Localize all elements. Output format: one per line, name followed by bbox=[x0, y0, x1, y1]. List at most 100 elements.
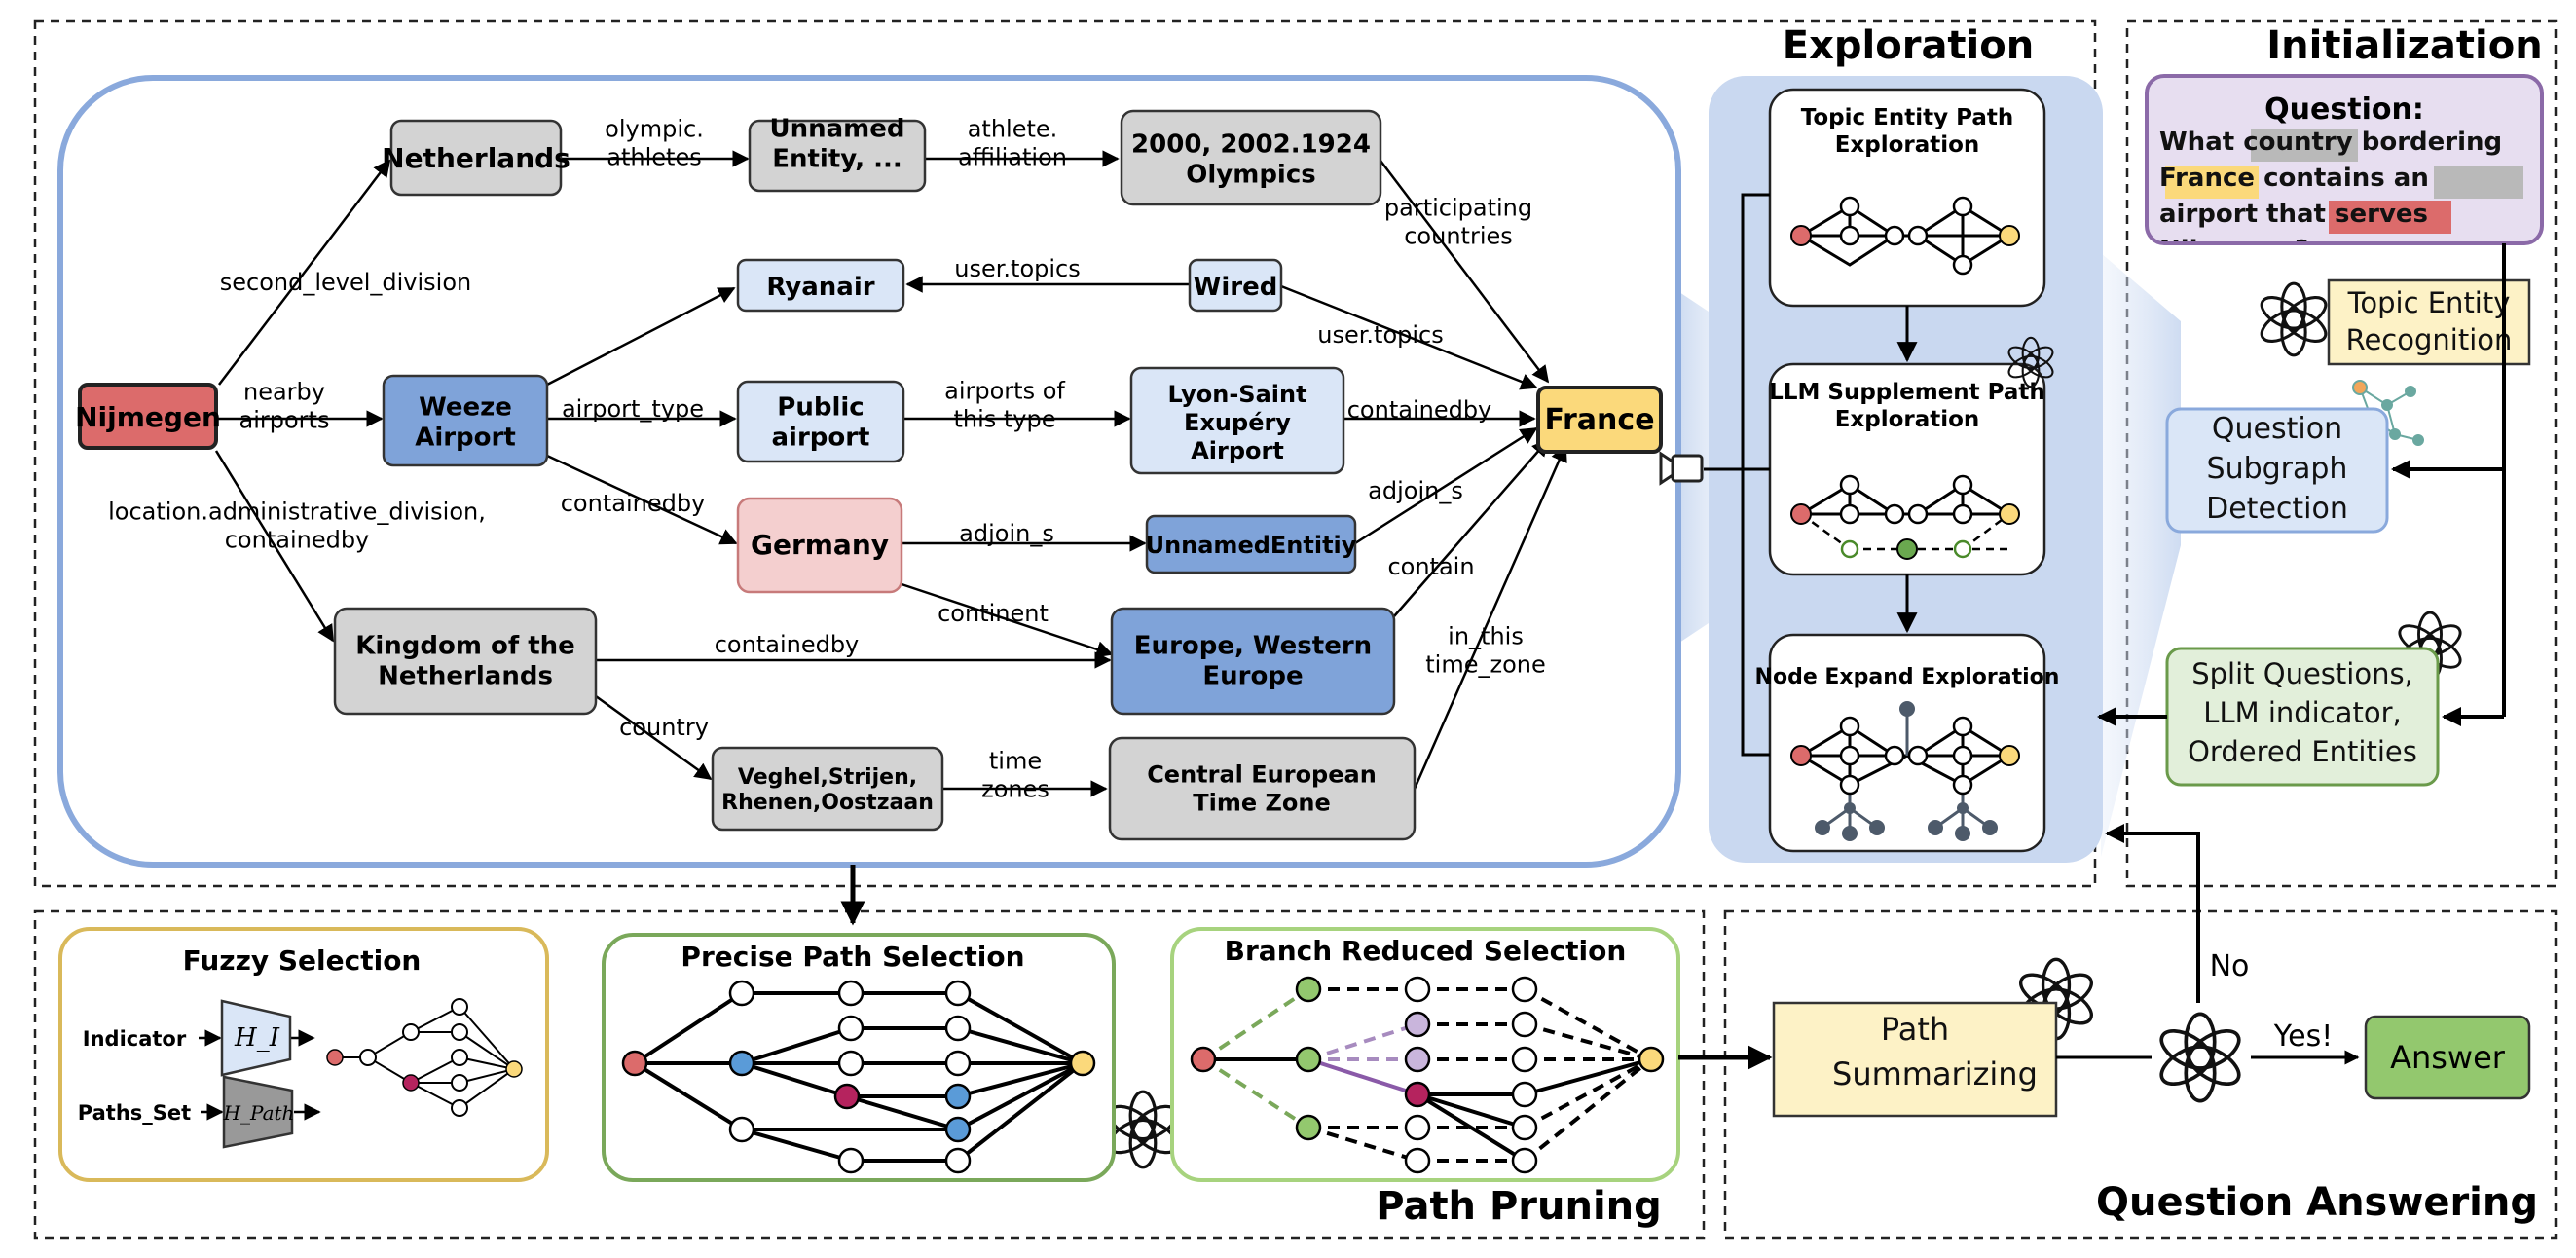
node-nijmegen bbox=[78, 383, 218, 450]
branch-node bbox=[1404, 1114, 1431, 1141]
precise-node bbox=[837, 1147, 865, 1174]
question-answering-frame bbox=[1723, 909, 2558, 1240]
node-unnamed-entity bbox=[748, 119, 927, 193]
precise-selection-title: Precise Path Selection bbox=[681, 941, 1024, 973]
branch-node bbox=[1295, 1046, 1322, 1073]
precise-edge bbox=[741, 1061, 848, 1098]
branch-edge bbox=[1417, 1092, 1526, 1129]
precise-edge bbox=[957, 991, 1084, 1065]
initialization-title: Initialization bbox=[2266, 23, 2542, 68]
branch-node bbox=[1511, 1147, 1538, 1174]
precise-node bbox=[944, 1050, 972, 1077]
branch-selection-title: Branch Reduced Selection bbox=[1225, 935, 1627, 967]
question-text-holder: What country bordering France contains a… bbox=[2159, 128, 2502, 241]
h-i-label: H_I bbox=[234, 1023, 280, 1053]
precise-edge bbox=[633, 1061, 744, 1131]
edge-label-contain: contain bbox=[1387, 553, 1474, 580]
camera-icon bbox=[1659, 451, 1704, 486]
edge-label-user-topics-1: user.topics bbox=[954, 255, 1080, 282]
branch-edge bbox=[1524, 987, 1652, 1061]
edge-label-adjoin-s-1: adjoin_s bbox=[959, 520, 1054, 547]
yes-label: Yes! bbox=[2273, 1019, 2333, 1054]
node-ryanair bbox=[736, 258, 905, 313]
node-veghel bbox=[711, 746, 944, 832]
highlight-airport bbox=[2434, 166, 2523, 199]
node-unnamedentitiy-label: UnnamedEntitiy bbox=[1146, 532, 1357, 559]
llm-logo-icon bbox=[2159, 1012, 2241, 1103]
h-path-label: H_Path bbox=[223, 1101, 295, 1125]
edge-label-olympic-athletes: olympic.athletes bbox=[605, 116, 704, 171]
branch-edge bbox=[1523, 1057, 1653, 1163]
llm-logo-icon bbox=[2260, 281, 2328, 357]
precise-node bbox=[837, 1050, 865, 1077]
exploration-flow bbox=[1704, 193, 1918, 757]
fuzzy-arrows bbox=[199, 1029, 321, 1121]
node-nijmegen-label: Nijmegen bbox=[75, 401, 221, 433]
node-europe bbox=[1110, 607, 1396, 716]
node-netherlands bbox=[389, 119, 563, 197]
topic-entity-minigraph bbox=[1790, 196, 2020, 276]
node-olympics bbox=[1120, 109, 1382, 206]
precise-node bbox=[837, 1015, 865, 1042]
node-ryanair-label: Ryanair bbox=[766, 273, 874, 302]
precise-edge bbox=[633, 991, 744, 1065]
node-germany bbox=[736, 497, 903, 594]
node-expand-minigraph bbox=[1790, 701, 2020, 841]
node-unnamedentitiy bbox=[1145, 514, 1357, 574]
branch-node bbox=[1511, 1011, 1538, 1038]
precise-edge bbox=[957, 1061, 1084, 1098]
answer-label: Answer bbox=[2390, 1039, 2506, 1076]
edge-label-second-level-division: second_level_division bbox=[220, 269, 472, 296]
branch-node bbox=[1404, 1147, 1431, 1174]
question-answering-title: Question Answering bbox=[2096, 1180, 2538, 1225]
split-questions-holder: Split Questions, LLM indicator, Ordered … bbox=[2188, 657, 2417, 768]
node-expand-label: Node Expand Exploration bbox=[1755, 665, 2060, 689]
precise-edge bbox=[956, 1061, 1085, 1163]
highlight-france bbox=[2165, 166, 2259, 199]
edge-label-airport-type: airport_type bbox=[562, 395, 704, 423]
topic-entity-recognition-holder: Topic Entity Recognition bbox=[2345, 286, 2513, 356]
fan-right bbox=[2101, 253, 2181, 857]
question-title: Question: bbox=[2264, 92, 2424, 127]
path-pruning-title: Path Pruning bbox=[1376, 1184, 1662, 1229]
branch-edge bbox=[1524, 1057, 1652, 1096]
h-path-trapezoid bbox=[222, 1075, 294, 1149]
branch-edge bbox=[1201, 1057, 1310, 1129]
node-germany-label: Germany bbox=[751, 529, 889, 561]
branch-node bbox=[1404, 1011, 1431, 1038]
path-summarizing-label: Path Summarizing bbox=[1832, 1011, 2038, 1092]
path-pruning-frame bbox=[33, 909, 1706, 1240]
branch-node bbox=[1295, 976, 1322, 1003]
precise-node bbox=[728, 980, 755, 1007]
llm-supplement-minigraph bbox=[1790, 474, 2020, 560]
precise-node bbox=[944, 1015, 972, 1042]
branch-edge bbox=[1201, 987, 1310, 1061]
precise-node bbox=[1069, 1050, 1096, 1077]
node-netherlands-label: Netherlands bbox=[382, 142, 570, 174]
initialization-flow bbox=[2097, 243, 2506, 726]
no-label: No bbox=[2210, 949, 2250, 983]
highlight-country bbox=[2251, 129, 2358, 162]
split-questions-label: Split Questions, LLM indicator, Ordered … bbox=[2188, 657, 2417, 768]
fuzzy-selection-box bbox=[58, 927, 549, 1182]
fuzzy-minigraph bbox=[326, 998, 523, 1117]
branch-edge bbox=[1416, 1092, 1527, 1163]
branch-node bbox=[1511, 1046, 1538, 1073]
topic-entity-recognition-label: Topic Entity Recognition bbox=[2345, 286, 2513, 356]
branch-minigraph bbox=[1190, 976, 1665, 1174]
precise-node bbox=[837, 980, 865, 1007]
edge-label-adjoin-s-2: adjoin_s bbox=[1368, 477, 1463, 504]
edge-label-athlete-affiliation: athlete.affiliation bbox=[958, 116, 1067, 171]
precise-node bbox=[833, 1083, 861, 1110]
highlight-nijmegen bbox=[2329, 201, 2451, 234]
